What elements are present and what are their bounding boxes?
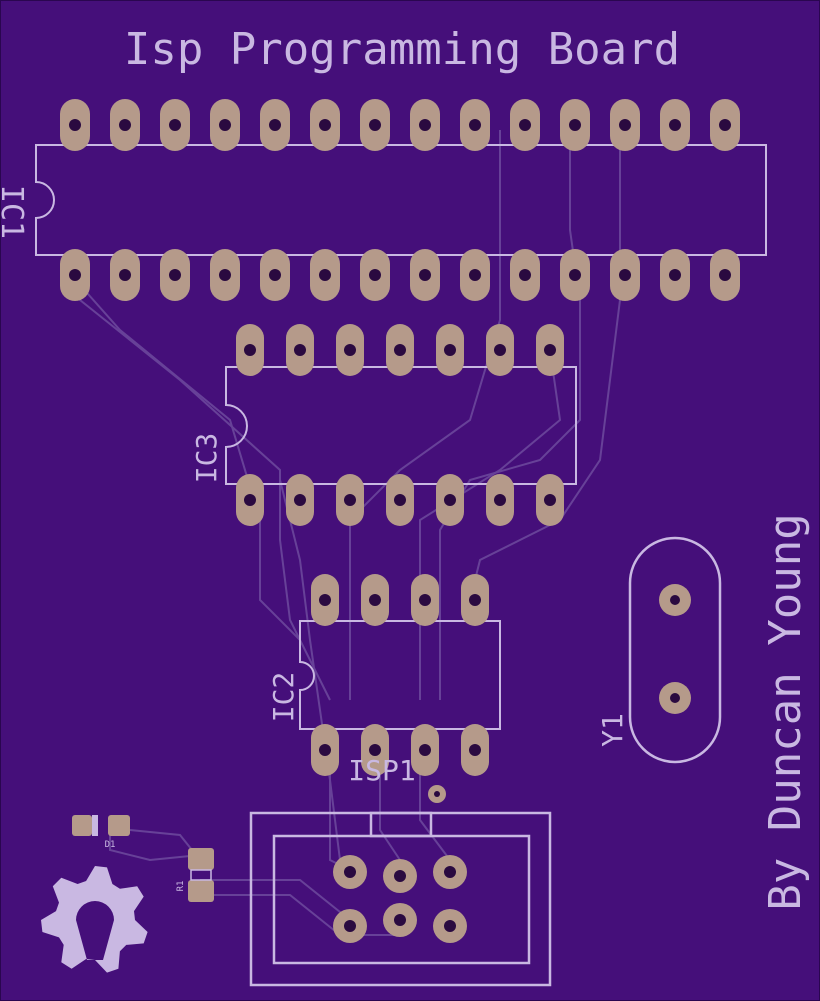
ic1-pin-bottom <box>360 249 390 301</box>
ic1-pins <box>60 99 740 301</box>
ic1-pin-top <box>110 99 140 151</box>
ic3-pins <box>236 324 564 526</box>
isp1-label: ISP1 <box>348 754 415 787</box>
ic3-pin-bottom <box>386 474 414 526</box>
ic1-pin-top <box>60 99 90 151</box>
ic1-pin-top <box>410 99 440 151</box>
ic1-pin-top <box>460 99 490 151</box>
ic2-pin-top <box>311 574 339 626</box>
ic1-pin-bottom <box>110 249 140 301</box>
ic1-pin-top <box>160 99 190 151</box>
isp1-pin <box>383 903 417 937</box>
ic3-pin-top <box>286 324 314 376</box>
y1-label: Y1 <box>596 713 629 747</box>
ic1-label: IC1 <box>0 185 29 239</box>
isp1-pins <box>333 855 467 943</box>
board-title: Isp Programming Board <box>124 24 680 75</box>
isp1-pin <box>333 909 367 943</box>
ic1-chip: IC1 <box>0 99 767 301</box>
ic2-pin-top <box>411 574 439 626</box>
ic2-pins <box>311 574 489 776</box>
ic3-pin-top <box>236 324 264 376</box>
ic1-pin-top <box>310 99 340 151</box>
ic3-pin-bottom <box>236 474 264 526</box>
ic3-pin-bottom <box>336 474 364 526</box>
ic3-pin-top <box>436 324 464 376</box>
isp1-pin <box>333 855 367 889</box>
ic1-pin-top <box>560 99 590 151</box>
ic1-pin-top <box>260 99 290 151</box>
ic1-pin-bottom <box>160 249 190 301</box>
ic3-chip: IC3 <box>190 324 577 526</box>
r1-resistor: R1 <box>176 848 214 902</box>
ic1-pin-top <box>510 99 540 151</box>
ic1-pin-bottom <box>560 249 590 301</box>
ic2-pin-bottom <box>311 724 339 776</box>
ic1-pin-bottom <box>310 249 340 301</box>
board-author: By Duncan Young <box>760 513 811 910</box>
ic2-pin-bottom <box>361 724 389 776</box>
isp1-pin <box>383 859 417 893</box>
ic1-pin-bottom <box>710 249 740 301</box>
d1-label: D1 <box>105 840 116 850</box>
y1-crystal: Y1 <box>596 536 722 764</box>
ic2-pin-top <box>361 574 389 626</box>
ic1-pin-bottom <box>410 249 440 301</box>
ic1-pin-bottom <box>60 249 90 301</box>
ic2-pin-bottom <box>411 724 439 776</box>
ic1-pin-bottom <box>260 249 290 301</box>
ic3-pin-bottom <box>286 474 314 526</box>
ic1-pin-bottom <box>510 249 540 301</box>
ic1-pin-top <box>660 99 690 151</box>
ic2-pin-top <box>461 574 489 626</box>
ic3-pin-top <box>536 324 564 376</box>
isp1-pin <box>433 909 467 943</box>
ic1-pin-bottom <box>460 249 490 301</box>
ic3-label: IC3 <box>190 433 223 484</box>
ic3-pin-bottom <box>536 474 564 526</box>
r1-label: R1 <box>176 881 186 892</box>
ic1-pin-top <box>610 99 640 151</box>
ic2-label: IC2 <box>267 672 300 723</box>
ic3-pin-top <box>486 324 514 376</box>
ic1-pin-bottom <box>210 249 240 301</box>
ic3-pin-bottom <box>436 474 464 526</box>
ic3-pin-bottom <box>486 474 514 526</box>
d1-led: D1 <box>72 815 130 850</box>
isp1-header: ISP1 <box>249 754 552 987</box>
ic1-pin-top <box>360 99 390 151</box>
ic1-pin-top <box>710 99 740 151</box>
ic2-chip: IC2 <box>267 574 501 776</box>
open-hardware-gear-icon <box>41 866 148 973</box>
ic1-pin-bottom <box>660 249 690 301</box>
ic3-pin-top <box>336 324 364 376</box>
ic1-pin-top <box>210 99 240 151</box>
traces <box>79 130 621 936</box>
ic1-pin-bottom <box>610 249 640 301</box>
isp1-pin <box>433 855 467 889</box>
ic2-pin-bottom <box>461 724 489 776</box>
ic3-pin-top <box>386 324 414 376</box>
